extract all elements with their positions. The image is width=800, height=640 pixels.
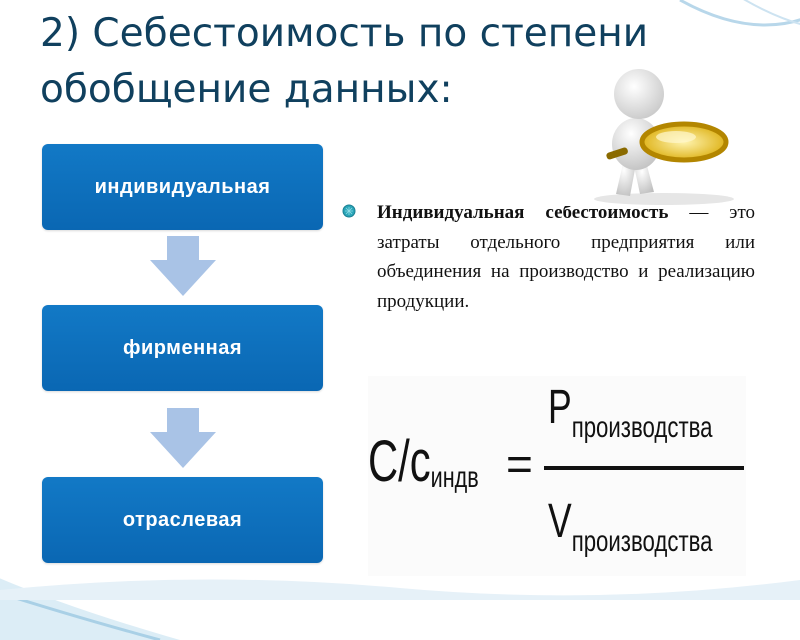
flow-box-label: индивидуальная	[94, 175, 271, 198]
formula-fraction-bar	[544, 466, 744, 470]
flow-box-firm: фирменная	[42, 305, 323, 391]
formula-lhs-main: С/с	[368, 429, 431, 494]
bottom-wave-decoration	[0, 579, 800, 600]
flow-box-label: отраслевая	[122, 508, 243, 531]
formula-equals: =	[506, 438, 533, 490]
formula-denominator: Vпроизводства	[548, 494, 713, 570]
flow-box-industry: отраслевая	[42, 477, 323, 563]
flow-box-label: фирменная	[122, 336, 243, 359]
flow-box-individual: индивидуальная	[42, 144, 323, 230]
cost-formula: С/синдв = Рпроизводства Vпроизводства	[368, 376, 746, 576]
slide-title: 2) Себестоимость по степени обобщение да…	[40, 11, 649, 112]
formula-denominator-main: V	[548, 495, 572, 548]
illustration	[544, 54, 784, 206]
down-arrow-icon	[150, 408, 216, 468]
formula-lhs: С/синдв	[368, 430, 479, 510]
formula-numerator: Рпроизводства	[548, 380, 713, 456]
formula-numerator-main: Р	[548, 381, 572, 434]
definition-paragraph: Индивидуальная себестоимость — это затра…	[377, 198, 755, 316]
formula-denominator-subscript: производства	[571, 525, 713, 558]
definition-text: — это затраты отдельного предприятия или…	[377, 202, 755, 312]
definition-term: Индивидуальная себестоимость	[377, 202, 669, 223]
formula-lhs-subscript: индв	[430, 461, 479, 494]
formula-numerator-subscript: производства	[571, 411, 713, 444]
person-with-magnifying-glass-icon	[594, 69, 734, 205]
circle-bullet-icon	[342, 204, 356, 218]
down-arrow-icon	[150, 236, 216, 296]
